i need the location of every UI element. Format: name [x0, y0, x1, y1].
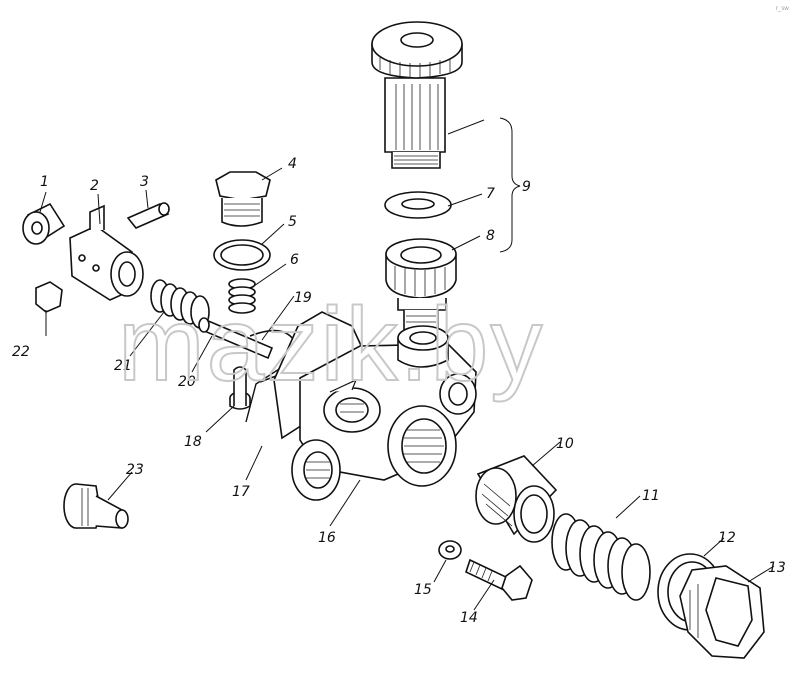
part-primer-pump [371, 21, 463, 169]
part-1-roller [22, 202, 66, 245]
leader-9 [447, 119, 485, 135]
callout-labels: 1 2 3 4 5 6 7 8 10 11 12 13 14 15 16 17 … [12, 156, 786, 626]
part-18-bolt [229, 366, 251, 410]
part-14-bolt [465, 558, 533, 601]
part-20-pusher [198, 317, 274, 360]
callout-21: 21 [114, 358, 132, 374]
part-5-ring [213, 239, 271, 271]
callout-5: 5 [288, 214, 297, 230]
callout-8: 8 [486, 228, 495, 244]
callout-13: 13 [768, 560, 786, 576]
part-10-filter [475, 455, 558, 543]
callout-4: 4 [288, 156, 297, 172]
callout-16: 16 [318, 530, 336, 546]
callout-17: 17 [232, 484, 250, 500]
part-3-pin [126, 202, 170, 229]
callout-20: 20 [178, 374, 196, 390]
leader-lines [39, 167, 775, 611]
part-21-spring [150, 279, 210, 329]
callout-3: 3 [140, 174, 149, 190]
part-7-washer [384, 191, 452, 219]
part-16-pump-body [273, 311, 477, 501]
corner-mark: r_sw [776, 6, 789, 12]
callout-12: 12 [718, 530, 736, 546]
part-4-plug [215, 171, 271, 227]
callout-18: 18 [184, 434, 202, 450]
part-15-nut [438, 540, 462, 560]
callout-9: 9 [522, 179, 531, 195]
part-23-fitting [63, 483, 129, 529]
group-bracket [499, 117, 521, 253]
callout-23: 23 [126, 462, 144, 478]
callout-6: 6 [290, 252, 299, 268]
callout-15: 15 [414, 582, 432, 598]
part-22-block [35, 281, 63, 313]
callout-22: 22 [12, 344, 30, 360]
part-13-plug [679, 565, 765, 659]
callout-14: 14 [460, 610, 478, 626]
watermark: mazik.by [118, 287, 544, 403]
callout-2: 2 [90, 178, 99, 194]
callout-1: 1 [40, 174, 49, 190]
part-6-spring [228, 278, 256, 314]
callout-19: 19 [294, 290, 312, 306]
part-2-roller-holder [69, 204, 144, 301]
part-8-pump-housing [385, 238, 457, 333]
callout-7: 7 [486, 186, 495, 202]
callout-11: 11 [642, 488, 660, 504]
part-11-spring [551, 513, 651, 601]
callout-10: 10 [556, 436, 574, 452]
